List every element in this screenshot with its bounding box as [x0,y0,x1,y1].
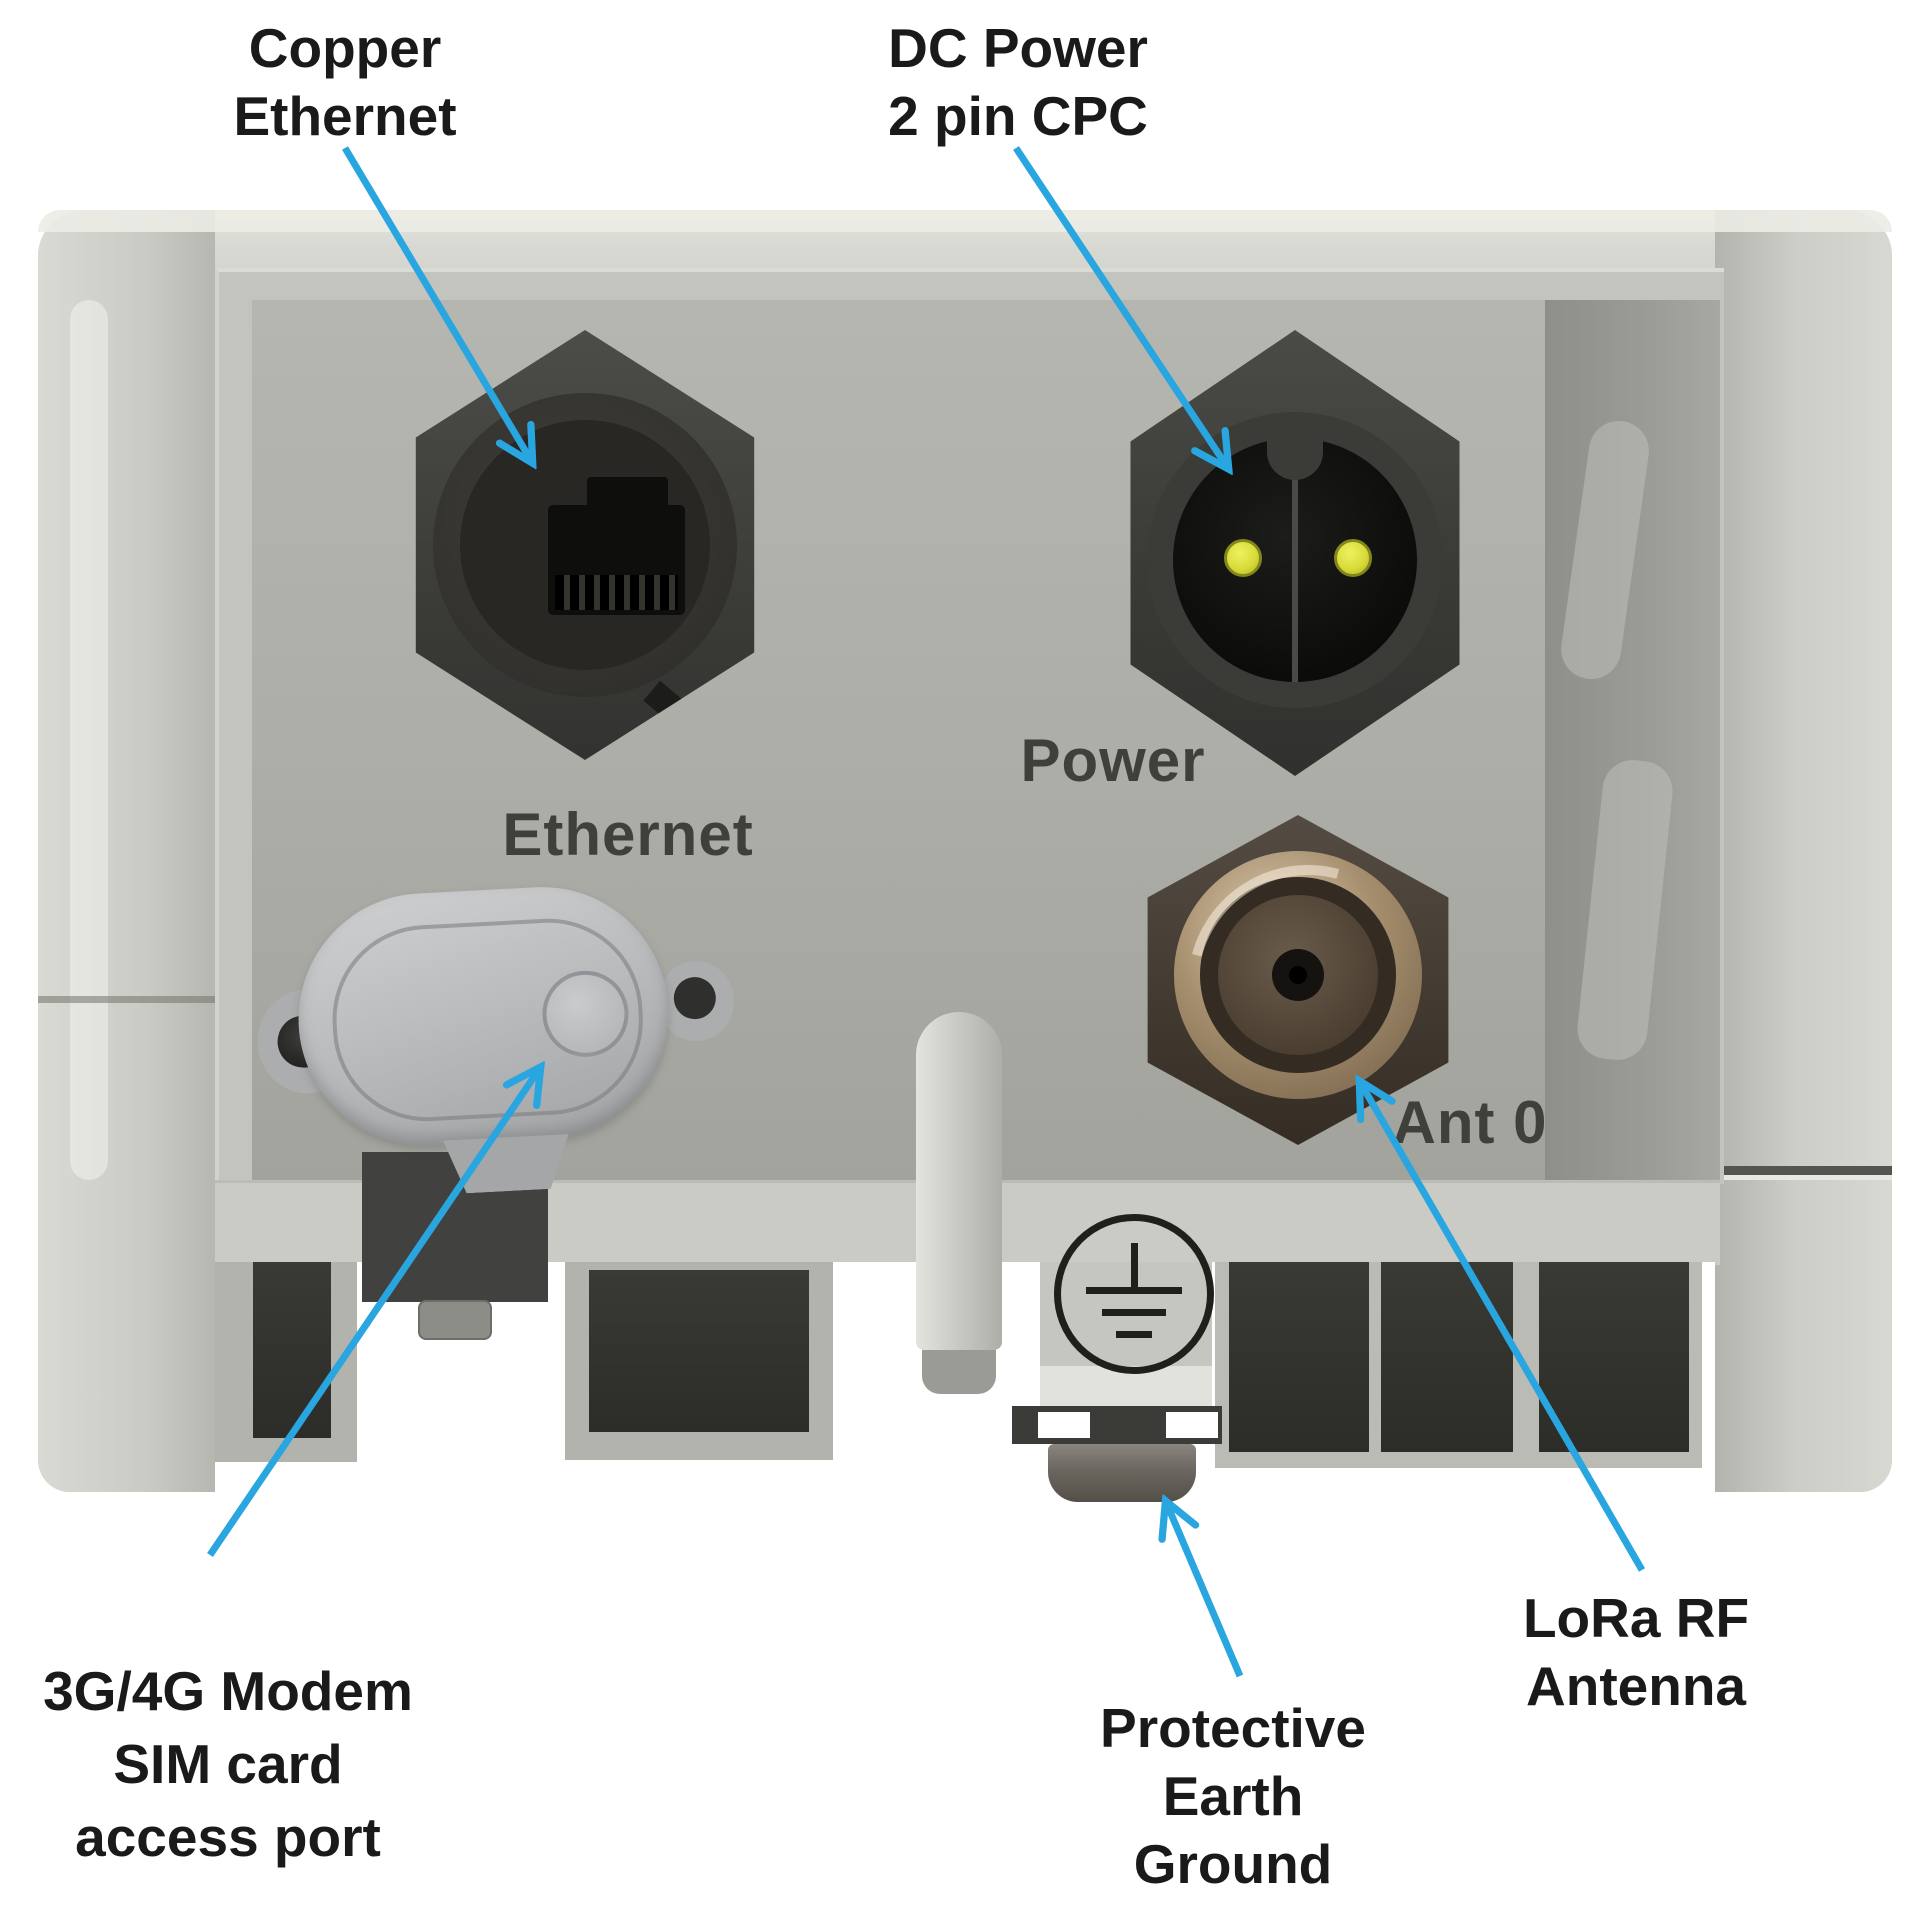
label-line: Copper [248,17,442,79]
mount-slot [253,1262,331,1438]
ground-icon-bar-mid [1102,1309,1166,1316]
ethernet-port [415,330,755,760]
ground-icon-bar-long [1086,1287,1182,1294]
label-line: 3G/4G Modem [43,1660,413,1722]
label-line: SIM card [113,1733,343,1795]
ground-lug-nut [1048,1444,1196,1502]
label-line: Ethernet [233,85,457,147]
vent-slot [1539,1262,1689,1452]
sim-hinge-screw [418,1300,492,1340]
arrow-protective-ground [1166,1502,1244,1678]
panel-label-ant0: Ant 0 [1392,1089,1548,1156]
label-line: Protective [1100,1697,1366,1759]
label-line: Antenna [1526,1655,1746,1717]
ground-bracket-hole [1166,1412,1218,1438]
label-line: DC Power [888,17,1148,79]
enclosure-left-wall [38,210,215,1492]
power-socket-divider [1292,438,1298,682]
sim-cover-latch [431,1133,584,1195]
panel-label-power: Power [1020,727,1206,794]
vent-slot [1381,1262,1513,1452]
support-peg-foot [922,1350,996,1394]
enclosure-right-wall [1715,210,1892,1492]
power-pin-right [1334,539,1372,577]
mount-slot [589,1270,809,1432]
label-line: access port [75,1806,381,1868]
label-line: Earth [1162,1765,1304,1827]
label-line: Ground [1133,1833,1333,1895]
label-line: 2 pin CPC [888,85,1148,147]
ground-icon-bar-short [1116,1331,1152,1338]
left-wall-highlight [70,300,108,1180]
sim-access-cover-group [250,868,737,1222]
antenna-center-pin [1289,966,1307,984]
right-wall-seam-highlight [1715,1175,1892,1180]
vent-slot [1229,1262,1369,1452]
left-wall-seam [38,996,215,1003]
right-wall-seam [1715,1166,1892,1175]
label-dc-power: DC Power 2 pin CPC [818,14,1218,150]
ground-icon-stem [1131,1243,1138,1289]
rj45-pins [555,575,678,610]
panel-label-ethernet: Ethernet [502,801,754,868]
label-line: LoRa RF [1522,1587,1750,1649]
label-protective-ground: Protective Earth Ground [1033,1694,1433,1898]
rj45-latch-tab [587,477,668,507]
label-sim-access: 3G/4G Modem SIM card access port [28,1655,428,1874]
ground-bracket-hole [1038,1412,1090,1438]
label-copper-ethernet: Copper Ethernet [145,14,545,150]
power-socket-keyway [1267,434,1323,480]
enclosure-top-edge [38,210,1892,232]
mount-leg [565,1262,833,1460]
protective-earth-icon [1054,1214,1214,1374]
vent-slot-row [1215,1262,1702,1468]
power-pin-left [1224,539,1262,577]
mount-leg [215,1262,357,1462]
support-peg [916,1012,1002,1350]
label-lora-antenna: LoRa RF Antenna [1436,1584,1836,1720]
